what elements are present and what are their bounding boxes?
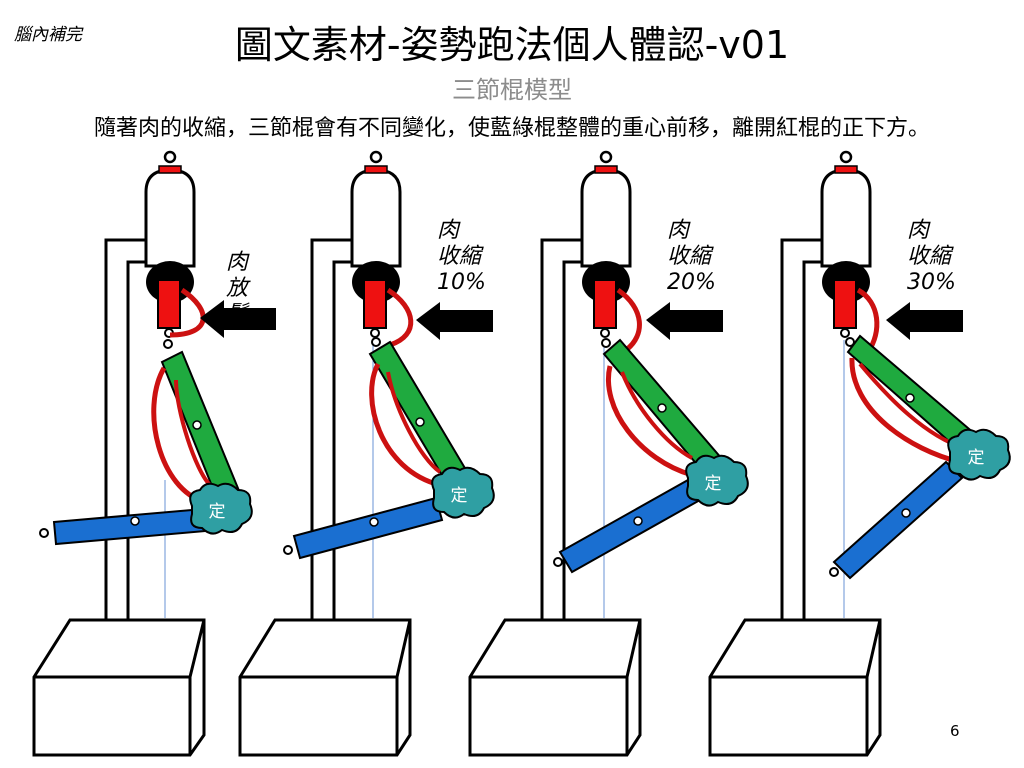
muscle-lower [606, 365, 693, 478]
muscle-lower [849, 357, 961, 465]
panel-contracted-30: 定 肉 收縮 30% [708, 140, 1011, 760]
stand-base [708, 618, 882, 757]
panel-label: 肉 收縮 30% [907, 218, 956, 295]
stick-model-diagram: 定 [708, 150, 1011, 757]
push-arrow [200, 300, 276, 338]
slide-caption: 隨著肉的收縮，三節棍會有不同變化，使藍綠棍整體的重心前移，離開紅棍的正下方。 [93, 116, 930, 141]
pivot-joint: 定 [685, 454, 749, 507]
muscle-upper [616, 287, 642, 352]
push-arrow [886, 302, 963, 340]
blue-stick [829, 460, 964, 580]
stick-model-diagram: 定 [32, 150, 276, 757]
panel-label: 肉 收縮 20% [667, 218, 716, 295]
slide-title: 圖文素材-姿勢跑法個人體認-v01 [234, 23, 790, 67]
push-arrow [416, 302, 493, 340]
muscle-upper [386, 287, 414, 348]
green-stick [601, 338, 730, 482]
joint-label: 定 [705, 474, 722, 494]
blue-stick [283, 496, 444, 560]
red-stick [833, 279, 857, 329]
stick-model-diagram: 定 [468, 150, 749, 757]
page-number: 6 [950, 722, 960, 740]
push-arrow [646, 302, 723, 340]
blue-stick [553, 478, 702, 574]
pivot-joint: 定 [189, 482, 253, 535]
panel-contracted-20: 定 肉 收縮 20% [468, 140, 749, 760]
corner-note: 腦內補完 [14, 25, 82, 45]
joint-label: 定 [209, 502, 226, 522]
slide-subtitle: 三節棍模型 [452, 76, 572, 104]
stand-base [238, 618, 412, 757]
panel-label: 肉 放鬆 [226, 250, 249, 327]
pivot-joint: 定 [431, 466, 495, 519]
stand-base [468, 618, 642, 757]
red-stick [593, 279, 617, 329]
panel-contracted-10: 定 肉 收縮 10% [238, 140, 495, 760]
panel-label: 肉 收縮 10% [437, 218, 486, 295]
green-stick [160, 339, 244, 508]
joint-label: 定 [451, 486, 468, 506]
stand-base [32, 618, 206, 757]
pivot-joint: 定 [947, 428, 1011, 481]
joint-label: 定 [968, 448, 985, 468]
red-stick [363, 279, 387, 329]
panel-relaxed: 定 肉 放鬆 [0, 140, 276, 760]
stick-model-diagram: 定 [238, 150, 495, 757]
red-stick [157, 279, 181, 329]
muscle-lower [369, 362, 441, 488]
